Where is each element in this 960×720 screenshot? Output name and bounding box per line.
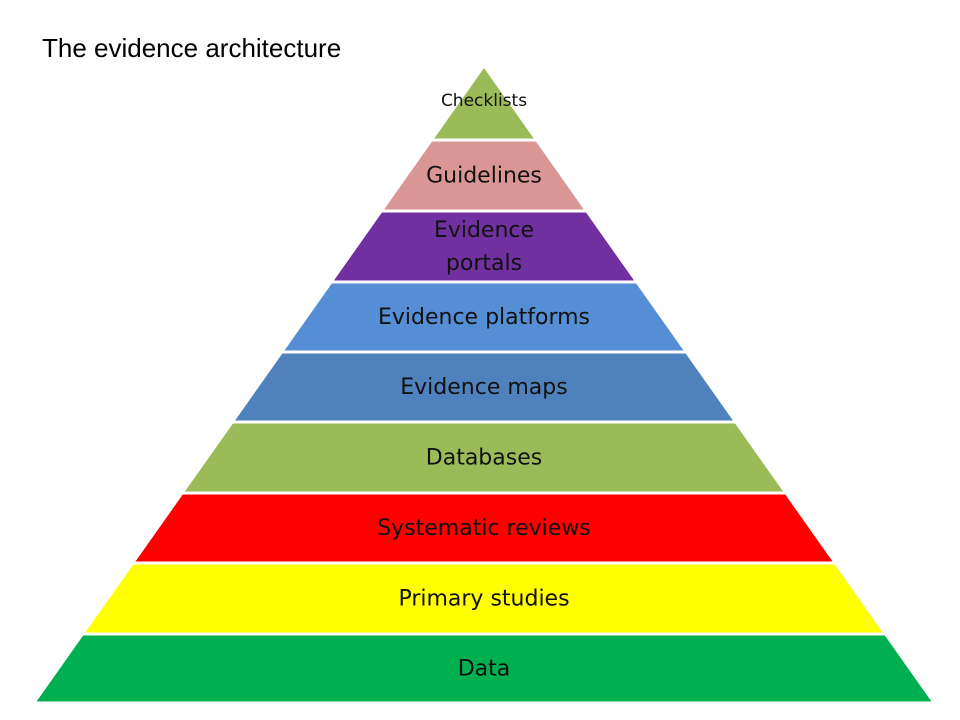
pyramid-level-label: Checklists xyxy=(441,91,527,111)
pyramid-level-3 xyxy=(333,212,635,281)
pyramid-level-2 xyxy=(384,141,584,210)
pyramid-level-7 xyxy=(135,494,833,562)
pyramid-level-9 xyxy=(36,635,932,702)
pyramid-level-label: Primary studies xyxy=(398,586,569,611)
pyramid-level-label: Systematic reviews xyxy=(377,516,591,541)
pyramid-level-label: Guidelines xyxy=(426,163,542,188)
pyramid-level-8 xyxy=(85,564,883,633)
pyramid-level-label: Evidence platforms xyxy=(378,305,590,330)
pyramid-level-label: Databases xyxy=(426,445,542,470)
pyramid-level-1 xyxy=(434,68,534,139)
pyramid-level-5 xyxy=(235,353,733,421)
pyramid-level-label: Evidence maps xyxy=(400,375,567,400)
pyramid-level-label: Data xyxy=(458,656,511,681)
pyramid-level-6 xyxy=(184,423,784,492)
pyramid-level-4 xyxy=(284,283,684,351)
page-title: The evidence architecture xyxy=(42,33,342,63)
